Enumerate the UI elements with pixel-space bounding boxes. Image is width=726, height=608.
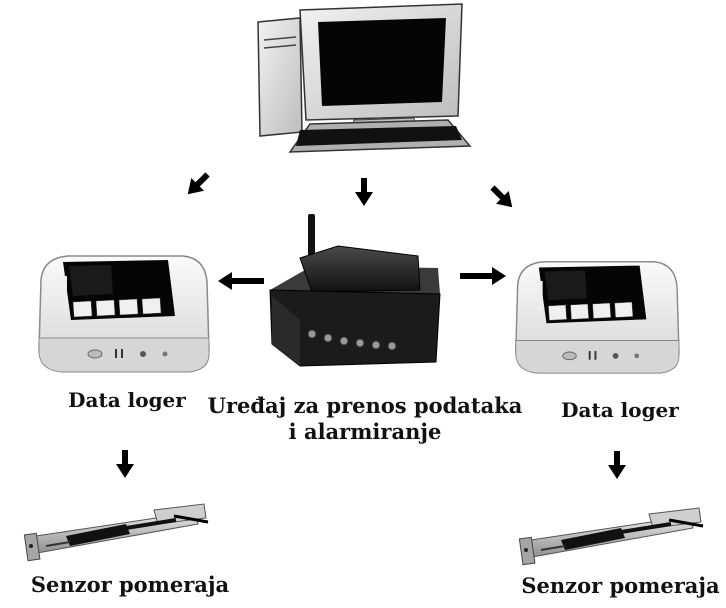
data-logger-icon bbox=[38, 255, 210, 373]
data-logger-right-label: Data loger bbox=[561, 398, 679, 422]
arrow-logger-to-left-sensor bbox=[116, 450, 134, 478]
computer-icon bbox=[257, 3, 472, 153]
transmitter-device-label-line2: i alarmiranje bbox=[288, 419, 442, 445]
displacement-sensor-icon bbox=[517, 506, 705, 567]
sensor-left-label: Senzor pomeraja bbox=[30, 572, 230, 597]
arrow-transmitter-to-right-logger bbox=[460, 267, 506, 285]
transmitter-device-icon bbox=[269, 214, 441, 367]
data-logger-icon bbox=[515, 261, 680, 374]
arrow-logger-to-right-sensor bbox=[608, 451, 626, 479]
arrow-computer-to-transmitter bbox=[355, 178, 373, 206]
arrow-transmitter-to-left-logger bbox=[218, 272, 264, 290]
transmitter-device-label: Uređaj za prenos podataka i alarmiranje bbox=[200, 393, 530, 446]
data-logger-left-label: Data loger bbox=[68, 388, 186, 412]
transmitter-device-label-line1: Uređaj za prenos podataka bbox=[207, 393, 523, 418]
arrow-computer-to-left-logger bbox=[181, 168, 214, 201]
arrow-computer-to-right-logger bbox=[486, 181, 519, 214]
displacement-sensor-icon bbox=[22, 502, 210, 563]
sensor-right-label: Senzor pomeraja bbox=[521, 573, 720, 598]
